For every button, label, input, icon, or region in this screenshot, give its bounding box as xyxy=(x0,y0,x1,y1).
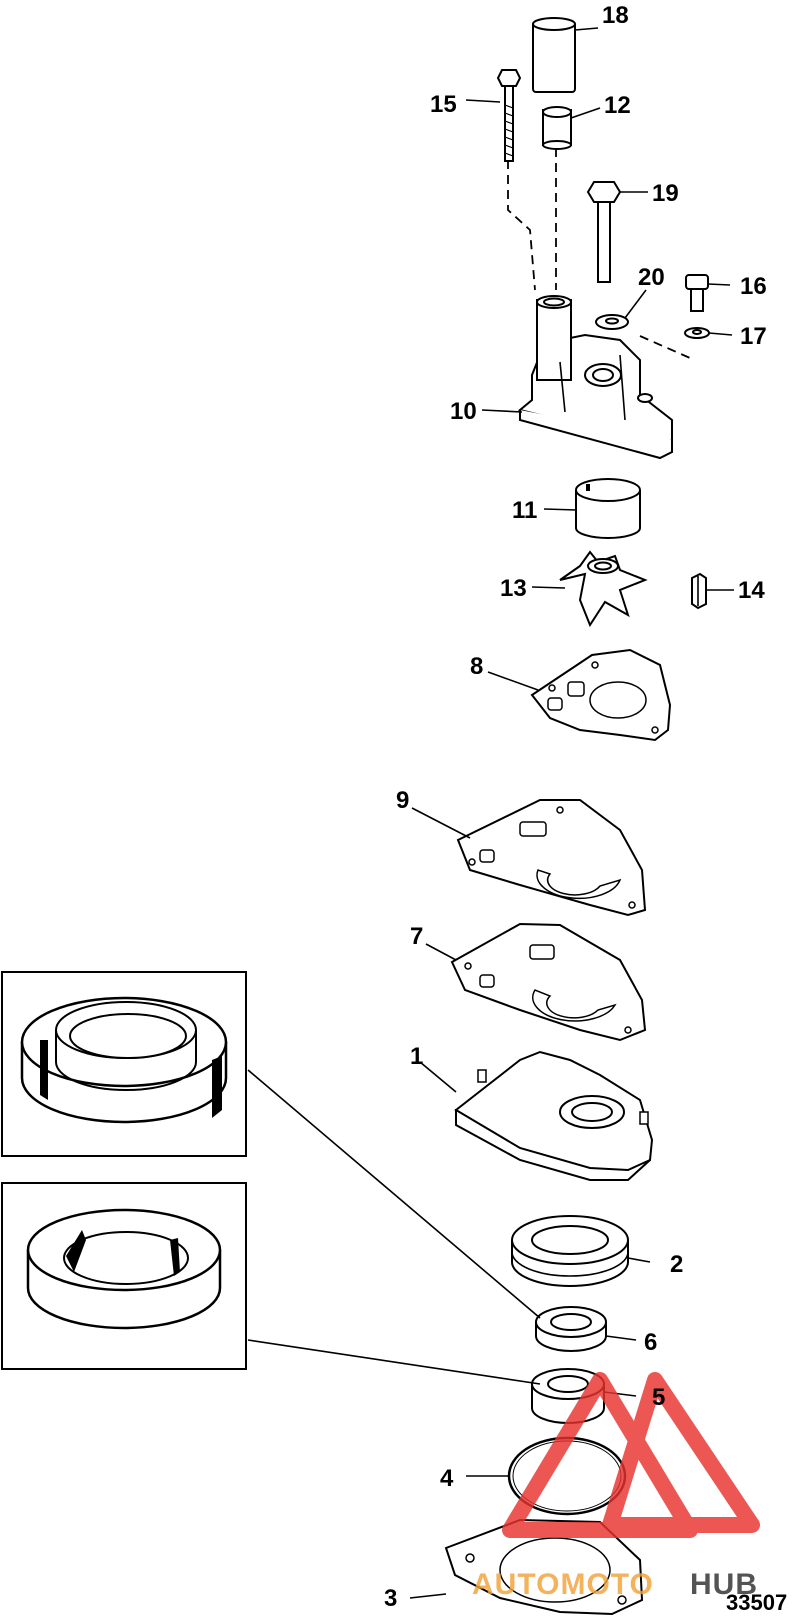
callout-3: 3 xyxy=(384,1585,397,1612)
part-12-bushing xyxy=(542,106,572,150)
part-19-bolt xyxy=(586,181,622,283)
callout-19: 19 xyxy=(652,180,679,207)
part-6-seal xyxy=(535,1306,607,1352)
part-20-washer xyxy=(595,314,629,330)
callout-20: 20 xyxy=(638,264,665,291)
callout-2: 2 xyxy=(670,1251,683,1278)
part-9-plate xyxy=(456,799,647,917)
callout-5: 5 xyxy=(652,1384,665,1411)
callout-16: 16 xyxy=(740,273,767,300)
figure-number: 33507 xyxy=(726,1590,787,1615)
callout-7: 7 xyxy=(410,923,423,950)
callout-8: 8 xyxy=(470,653,483,680)
watermark-text-automoto: AUTOMOTO xyxy=(472,1568,654,1601)
callout-1: 1 xyxy=(410,1043,423,1070)
leader-lines xyxy=(247,27,734,1599)
part-13-impeller xyxy=(559,550,648,628)
callout-11: 11 xyxy=(512,497,537,524)
watermark-text-hub: HUB xyxy=(690,1568,758,1601)
part-10-water-pump-housing xyxy=(517,295,673,460)
part-2-seal xyxy=(511,1215,629,1287)
callout-17: 17 xyxy=(740,323,767,350)
inset-box-seal-bottom xyxy=(1,1182,247,1370)
part-14-key xyxy=(691,572,707,610)
watermark-logo: AUTOMOTO HUB xyxy=(472,1372,760,1601)
part-17-washer xyxy=(684,327,710,339)
alignment-line-bolt xyxy=(507,160,536,291)
part-18-sleeve xyxy=(532,17,576,93)
part-1-base-plate xyxy=(454,1050,654,1181)
callout-14: 14 xyxy=(738,577,765,604)
callout-10: 10 xyxy=(450,398,477,425)
part-8-gasket xyxy=(530,648,672,742)
part-16-screw xyxy=(685,274,709,312)
part-7-gasket xyxy=(450,922,647,1042)
callout-9: 9 xyxy=(396,787,409,814)
callout-15: 15 xyxy=(430,91,457,118)
part-3-gasket xyxy=(444,1518,644,1616)
part-11-impeller-insert xyxy=(575,478,641,539)
inset-box-seal-top xyxy=(1,971,247,1157)
callout-13: 13 xyxy=(500,575,527,602)
callout-4: 4 xyxy=(440,1465,454,1492)
alignment-line-screw xyxy=(639,335,691,359)
callout-18: 18 xyxy=(602,2,629,29)
callout-6: 6 xyxy=(644,1329,657,1356)
part-15-bolt xyxy=(496,69,522,162)
callout-12: 12 xyxy=(604,92,631,119)
